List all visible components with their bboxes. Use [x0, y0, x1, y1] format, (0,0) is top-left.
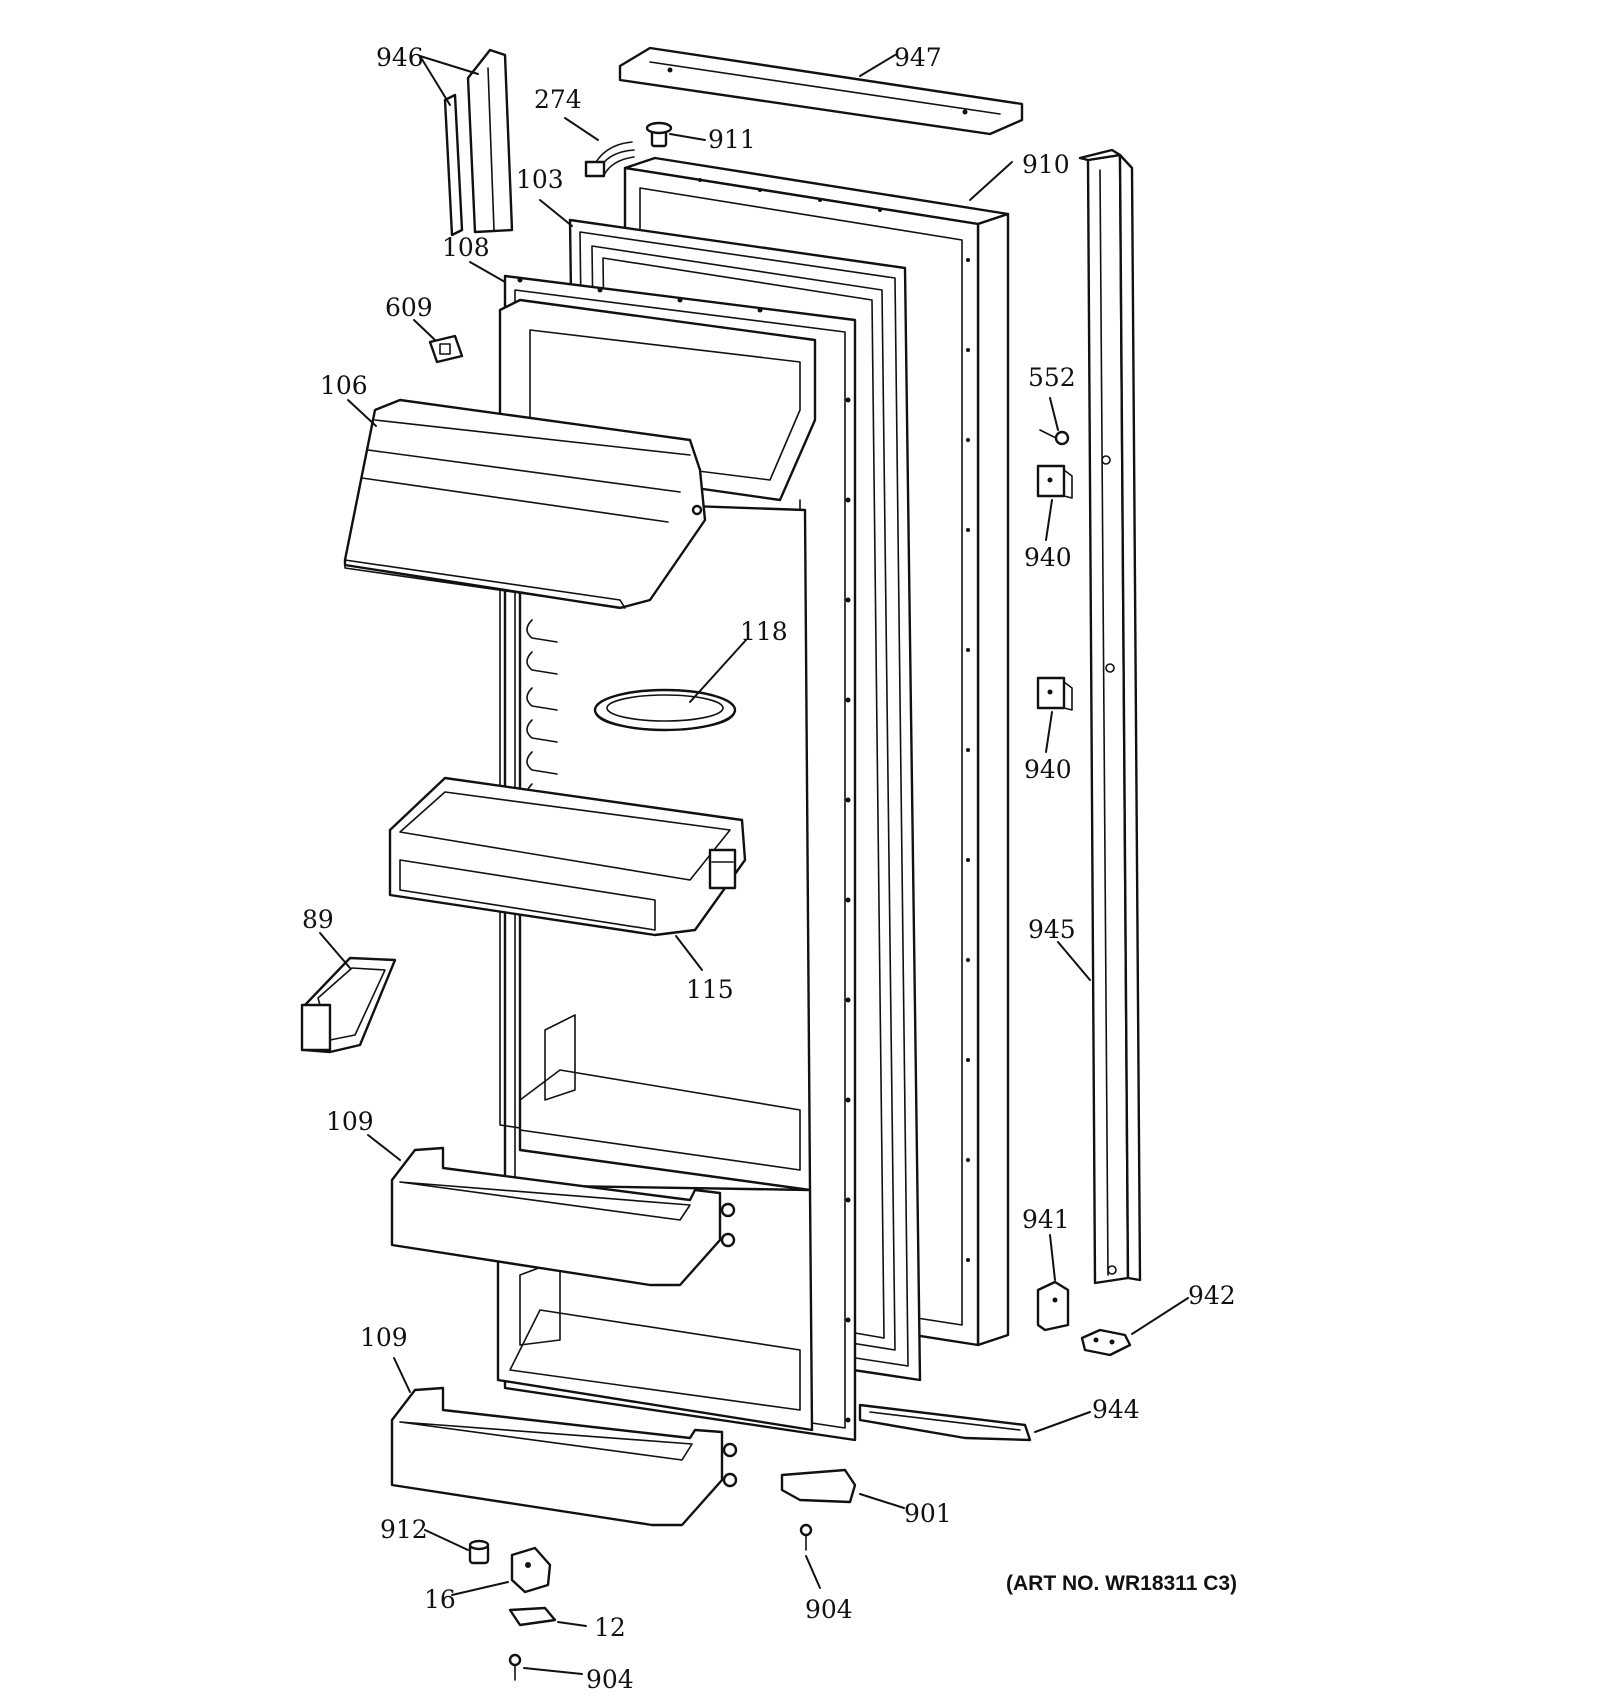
part-118-egg-tray	[593, 688, 737, 732]
part-106-dairy-bin	[343, 398, 707, 610]
callout-109-lower: 109	[360, 1323, 408, 1352]
callout-941: 941	[1022, 1205, 1070, 1234]
callout-912: 912	[380, 1515, 428, 1544]
callout-leader-lines	[319, 54, 1189, 1675]
callout-910: 910	[1022, 150, 1070, 179]
callout-103: 103	[516, 165, 564, 194]
callout-109-upper: 109	[326, 1107, 374, 1136]
part-901-hinge-cover	[780, 1468, 857, 1504]
part-944-bottom-trim	[858, 1403, 1032, 1442]
callout-609: 609	[385, 293, 433, 322]
part-109-door-bin-upper	[390, 1146, 736, 1287]
part-945-hinge-channel	[1078, 148, 1142, 1285]
callout-552: 552	[1028, 363, 1076, 392]
part-115-door-shelf	[388, 776, 747, 937]
callout-940-upper: 940	[1024, 543, 1072, 572]
part-942-bottom-hinge	[1080, 1328, 1132, 1357]
callout-944: 944	[1092, 1395, 1140, 1424]
part-941-hinge-block	[1036, 1280, 1070, 1332]
part-89-light-cover	[300, 956, 397, 1054]
callout-940-lower: 940	[1024, 755, 1072, 784]
callout-115: 115	[686, 975, 734, 1004]
callout-274: 274	[534, 85, 582, 114]
part-552-screw	[1039, 429, 1070, 446]
part-940-bracket-lower	[1036, 676, 1073, 711]
panel-screw-holes	[698, 178, 970, 1262]
callout-946: 946	[376, 43, 424, 72]
callout-106: 106	[320, 371, 368, 400]
callout-12: 12	[594, 1613, 626, 1642]
part-274-wire-harness	[584, 141, 635, 178]
part-947-top-cap	[618, 46, 1024, 136]
callout-947: 947	[894, 43, 942, 72]
callout-945: 945	[1028, 915, 1076, 944]
part-109-door-bin-lower	[390, 1386, 738, 1527]
part-911-plug	[645, 121, 673, 148]
callout-118: 118	[740, 617, 788, 646]
callout-904-lower: 904	[586, 1665, 634, 1694]
callout-labels: 946 947 274 911 103 910 108 609 106 552 …	[302, 43, 1237, 1694]
liner-fastener-dots	[517, 277, 851, 1423]
callout-911: 911	[708, 125, 756, 154]
part-904-screw-lower	[508, 1653, 522, 1681]
part-912-cap	[468, 1539, 490, 1565]
callout-904-upper: 904	[805, 1595, 853, 1624]
part-946-breaker-strips	[443, 48, 514, 237]
part-940-bracket-upper	[1036, 464, 1073, 499]
callout-16: 16	[424, 1585, 456, 1614]
callout-108: 108	[442, 233, 490, 262]
part-904-screw-upper	[799, 1523, 813, 1551]
callout-89: 89	[302, 905, 334, 934]
part-609-switch	[428, 334, 464, 364]
part-16-hinge-pin-bracket	[510, 1546, 552, 1594]
part-12-shim	[508, 1606, 557, 1627]
callout-942: 942	[1188, 1281, 1236, 1310]
callout-901: 901	[904, 1499, 952, 1528]
art-number: (ART NO. WR18311 C3)	[1006, 1572, 1237, 1595]
